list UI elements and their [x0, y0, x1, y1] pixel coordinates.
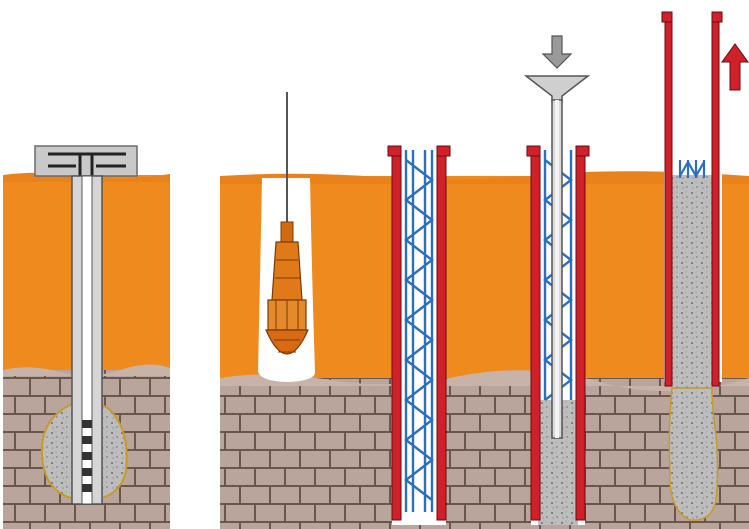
rebar-cage — [404, 150, 434, 512]
anchor-head-plate — [34, 145, 138, 177]
rebar-cage-top — [678, 159, 706, 179]
casing-right-collar — [711, 11, 723, 23]
concrete-column — [672, 175, 712, 390]
casing-left-collar — [526, 145, 541, 157]
drill-bit-icon — [265, 221, 309, 355]
soil-top-edge — [220, 171, 749, 184]
rebar-cage — [543, 150, 573, 401]
casing-right-collar — [575, 145, 590, 157]
arrow-down-icon — [541, 35, 573, 69]
panel-anchor — [3, 145, 170, 529]
rock-layer — [220, 378, 749, 529]
tremie-funnel-icon — [523, 75, 591, 439]
casing-left-wall — [664, 13, 673, 387]
anchor-rod-inner — [81, 175, 93, 505]
casing-left-collar — [661, 11, 673, 23]
panel-excavate — [258, 92, 316, 382]
anchor-grout-checks — [82, 420, 92, 492]
panel-extract — [661, 11, 749, 521]
casing-right-wall — [575, 147, 586, 521]
casing-left-collar — [387, 145, 402, 157]
rock-top-edge — [3, 364, 170, 376]
bore-hole-base — [392, 500, 446, 525]
anchor-head-lines — [48, 152, 126, 176]
casing-left-wall — [391, 147, 402, 521]
rock-top-edge — [220, 370, 749, 392]
casing-right-wall — [436, 147, 447, 521]
concrete-column-base — [668, 387, 719, 521]
arrow-up-icon — [721, 43, 749, 91]
casing-left-wall — [530, 147, 541, 521]
panel-reinforce — [387, 145, 451, 525]
panel-pour — [523, 35, 591, 525]
casing-right-collar — [436, 145, 451, 157]
casing-right-wall — [711, 13, 720, 387]
